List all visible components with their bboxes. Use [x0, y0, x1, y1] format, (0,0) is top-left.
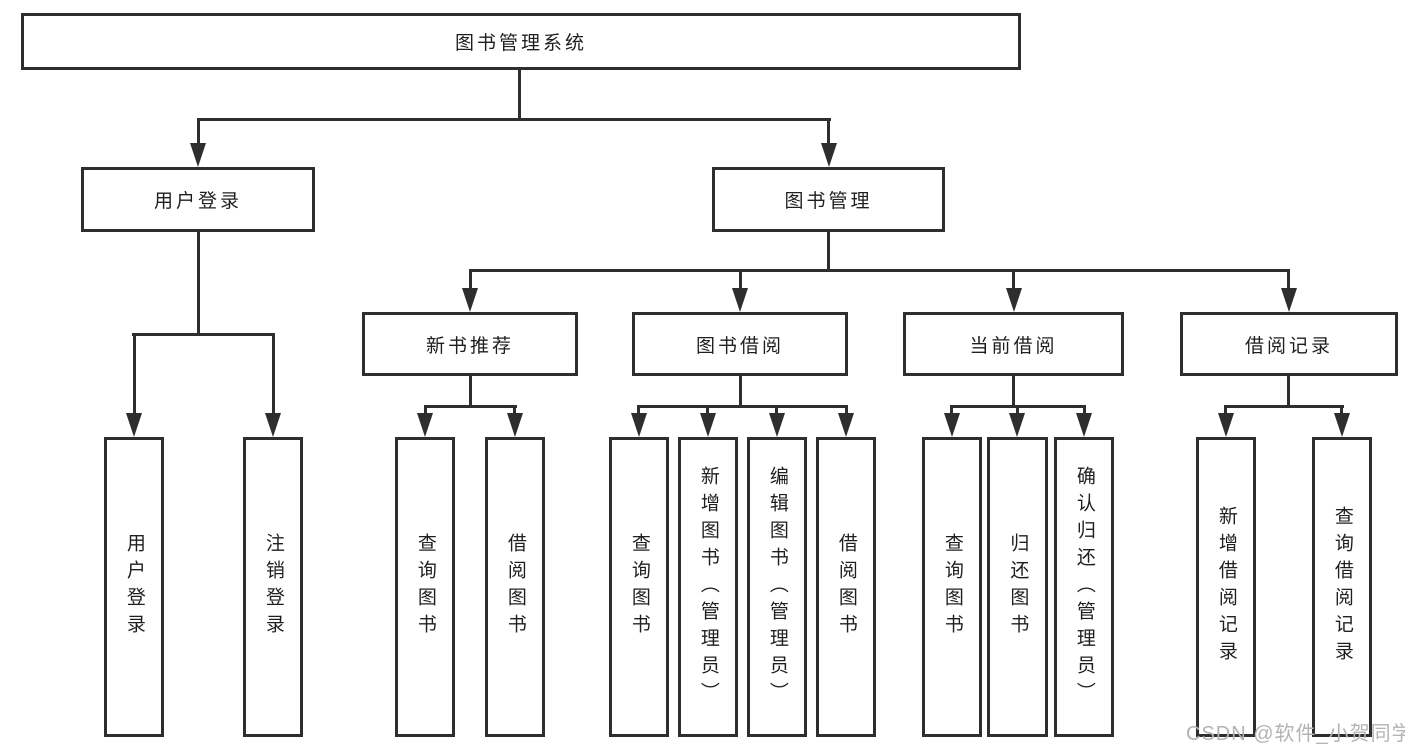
leaf-records-add-borrow-record: 新增借阅记录 — [1196, 437, 1256, 737]
leaf-label: 借阅图书 — [835, 533, 857, 641]
leaf-label: 借阅图书 — [504, 533, 526, 641]
connector-line — [469, 376, 472, 408]
connector-line — [272, 334, 275, 414]
node-label: 图书管理系统 — [454, 33, 587, 54]
leaf-label: 查询借阅记录 — [1331, 506, 1353, 668]
arrow-down-icon — [631, 413, 647, 437]
node-borrow-records: 借阅记录 — [1180, 312, 1398, 376]
connector-line — [845, 406, 848, 414]
leaf-label: 查询图书 — [414, 533, 436, 641]
connector-line — [1012, 270, 1015, 289]
connector-line — [1287, 270, 1290, 289]
arrow-down-icon — [1218, 413, 1234, 437]
node-label: 图书管理 — [784, 191, 873, 212]
leaf-label: 注销登录 — [262, 533, 284, 641]
leaf-borrow-borrow-book: 借阅图书 — [816, 437, 876, 737]
connector-line — [197, 119, 200, 145]
connector-line — [706, 406, 709, 414]
node-book-borrow: 图书借阅 — [632, 312, 848, 376]
arrow-down-icon — [462, 288, 478, 312]
arrow-down-icon — [507, 413, 523, 437]
connector-line — [1224, 405, 1344, 408]
arrow-down-icon — [1281, 288, 1297, 312]
node-label: 当前借阅 — [969, 335, 1058, 357]
arrow-down-icon — [1006, 288, 1022, 312]
connector-line — [1287, 376, 1290, 408]
node-new-book-recommend: 新书推荐 — [362, 312, 578, 376]
arrow-down-icon — [821, 143, 837, 167]
connector-line — [424, 405, 517, 408]
arrow-down-icon — [265, 413, 281, 437]
node-library-system-root: 图书管理系统 — [21, 13, 1021, 70]
arrow-down-icon — [417, 413, 433, 437]
leaf-records-query-borrow-record: 查询借阅记录 — [1312, 437, 1372, 737]
leaf-label: 用户登录 — [123, 533, 145, 641]
arrow-down-icon — [1334, 413, 1350, 437]
connector-line — [1016, 406, 1019, 414]
arrow-down-icon — [190, 143, 206, 167]
leaf-borrow-query-book: 查询图书 — [609, 437, 669, 737]
leaf-label: 查询图书 — [941, 533, 963, 641]
node-user-login: 用户登录 — [81, 167, 315, 232]
connector-line — [1224, 406, 1227, 414]
connector-line — [1340, 406, 1343, 414]
connector-line — [469, 270, 472, 289]
arrow-down-icon — [838, 413, 854, 437]
connector-line — [197, 232, 200, 336]
leaf-current-query-book: 查询图书 — [922, 437, 982, 737]
leaf-logout-login: 注销登录 — [243, 437, 303, 737]
leaf-label: 编辑图书（管理员） — [766, 465, 788, 709]
connector-line — [513, 406, 516, 414]
leaf-borrow-edit-book-admin: 编辑图书（管理员） — [747, 437, 807, 737]
leaf-newbook-query-book: 查询图书 — [395, 437, 455, 737]
arrow-down-icon — [732, 288, 748, 312]
leaf-current-confirm-return-admin: 确认归还（管理员） — [1054, 437, 1114, 737]
node-label: 用户登录 — [153, 191, 242, 212]
connector-line — [197, 118, 831, 121]
arrow-down-icon — [700, 413, 716, 437]
connector-line — [132, 333, 275, 336]
arrow-down-icon — [1076, 413, 1092, 437]
connector-line — [424, 406, 427, 414]
arrow-down-icon — [944, 413, 960, 437]
leaf-label: 确认归还（管理员） — [1073, 465, 1095, 709]
node-current-borrow: 当前借阅 — [903, 312, 1124, 376]
node-label: 新书推荐 — [425, 335, 514, 357]
connector-line — [1012, 376, 1015, 408]
leaf-label: 新增图书（管理员） — [697, 465, 719, 709]
connector-line — [739, 270, 742, 289]
node-label: 图书借阅 — [695, 335, 784, 357]
leaf-label: 归还图书 — [1007, 533, 1029, 641]
node-book-management: 图书管理 — [712, 167, 945, 232]
connector-line — [133, 334, 136, 414]
connector-line — [827, 232, 830, 272]
connector-line — [469, 269, 1290, 272]
leaf-label: 查询图书 — [628, 533, 650, 641]
connector-line — [1083, 406, 1086, 414]
arrow-down-icon — [126, 413, 142, 437]
leaf-current-return-book: 归还图书 — [987, 437, 1048, 737]
connector-line — [950, 406, 953, 414]
connector-line — [518, 70, 521, 119]
leaf-label: 新增借阅记录 — [1215, 506, 1237, 668]
arrow-down-icon — [769, 413, 785, 437]
leaf-newbook-borrow-book: 借阅图书 — [485, 437, 545, 737]
arrow-down-icon — [1009, 413, 1025, 437]
leaf-borrow-add-book-admin: 新增图书（管理员） — [678, 437, 738, 737]
connector-line — [827, 119, 830, 145]
connector-line — [739, 376, 742, 408]
connector-line — [637, 405, 848, 408]
csdn-watermark: CSDN @软件_小贺同学 — [1186, 723, 1405, 745]
node-label: 借阅记录 — [1244, 335, 1333, 357]
connector-line — [637, 406, 640, 414]
connector-line — [775, 406, 778, 414]
leaf-user-login: 用户登录 — [104, 437, 164, 737]
